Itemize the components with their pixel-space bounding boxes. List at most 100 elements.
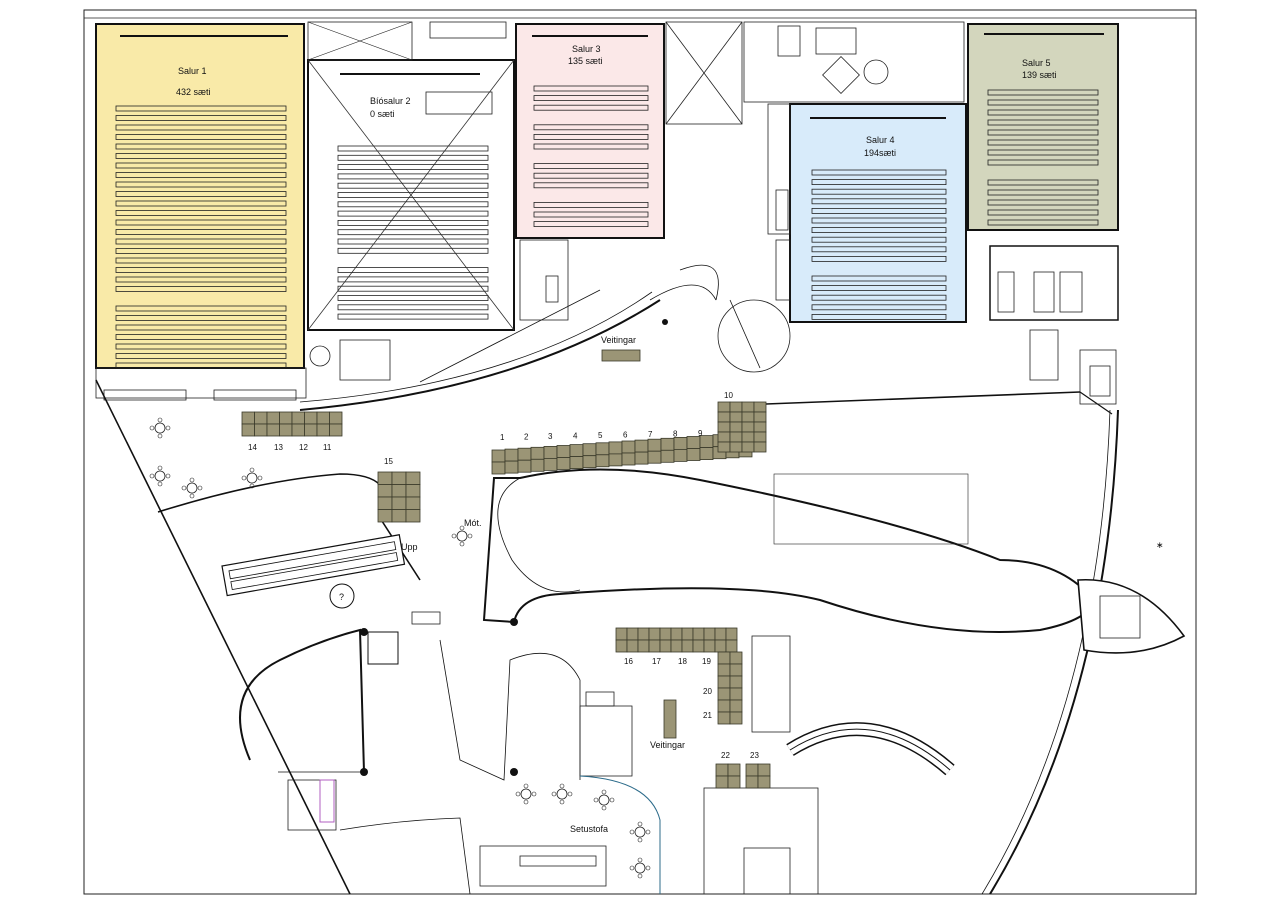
booth-cell xyxy=(241,411,255,425)
booth-cell xyxy=(729,699,743,713)
booth-number: 7 xyxy=(648,430,653,439)
booth-cell xyxy=(692,627,705,641)
seat-row xyxy=(115,115,287,121)
veitingar-counter-bottom xyxy=(663,699,677,739)
seat-row xyxy=(337,219,489,226)
seat-row xyxy=(115,153,287,159)
seat-row xyxy=(811,169,947,176)
booth-number: 14 xyxy=(248,443,257,452)
seat-row xyxy=(337,164,489,171)
booth-cell xyxy=(543,445,558,459)
booth-cell xyxy=(660,449,675,463)
booth-cell xyxy=(582,443,597,457)
booth-cell xyxy=(530,446,545,460)
seat-row xyxy=(533,201,649,208)
booth-cell xyxy=(715,775,729,789)
seat-row xyxy=(115,229,287,235)
stairs xyxy=(429,21,507,39)
booth-cell xyxy=(569,444,584,458)
room-salur-3[interactable]: Salur 3 135 sæti xyxy=(515,23,665,239)
booth-number: 9 xyxy=(698,429,703,438)
seat-row xyxy=(115,210,287,216)
booth-cell xyxy=(717,441,731,453)
booth-number: 17 xyxy=(652,657,661,666)
booth-number: 20 xyxy=(703,687,712,696)
seat-row xyxy=(533,95,649,101)
booth-cell xyxy=(717,663,731,677)
table-icon xyxy=(154,422,166,434)
seat-row xyxy=(811,227,947,234)
label-veitingar-bottom: Veitingar xyxy=(650,740,685,750)
booth-cell xyxy=(648,639,661,653)
seat-row xyxy=(115,143,287,150)
booth-cell xyxy=(729,675,743,689)
booth-cell xyxy=(714,639,727,653)
booth-cell xyxy=(741,431,755,443)
seat-row xyxy=(811,313,947,320)
label-upp: Upp xyxy=(401,542,418,552)
seat-row xyxy=(115,324,287,331)
room-seats-salur-1: 432 sæti xyxy=(176,87,211,97)
seat-row xyxy=(337,276,489,283)
seat-row xyxy=(337,182,489,189)
seat-row xyxy=(533,85,649,92)
booth-cell xyxy=(582,455,597,469)
table-icon xyxy=(154,470,166,482)
booth-cell xyxy=(266,423,280,437)
booth-cell xyxy=(405,484,421,498)
exhibition-booths xyxy=(241,401,771,789)
seat-row xyxy=(337,173,489,180)
seat-row xyxy=(811,255,947,262)
seat-row xyxy=(533,221,649,228)
seat-row xyxy=(115,267,287,273)
booth-cell xyxy=(745,775,759,789)
seat-row xyxy=(337,210,489,217)
label-setustofa: Setustofa xyxy=(570,824,608,834)
room-label-salur-1: Salur 1 xyxy=(178,66,207,76)
seat-row xyxy=(337,295,489,301)
booth-cell xyxy=(741,411,755,423)
seat-row xyxy=(337,229,489,236)
booth-cell xyxy=(637,639,650,653)
booth-number: 12 xyxy=(299,443,308,452)
seat-row xyxy=(533,182,649,189)
booth-cell xyxy=(681,639,694,653)
seat-row xyxy=(811,207,947,214)
room-salur-5[interactable]: Salur 5 139 sæti xyxy=(967,23,1119,231)
booth-cell xyxy=(405,496,421,510)
seat-row xyxy=(987,179,1099,186)
booth-cell xyxy=(621,440,636,454)
booth-cell xyxy=(753,431,767,443)
booth-cell xyxy=(634,451,649,465)
booth-cell xyxy=(491,461,506,475)
booth-number: 11 xyxy=(323,443,332,452)
seat-row xyxy=(115,200,287,207)
seat-row xyxy=(115,238,287,245)
booth-cell xyxy=(703,627,716,641)
booth-cell xyxy=(626,639,639,653)
booth-cell xyxy=(291,411,305,425)
booth-cell xyxy=(637,627,650,641)
booth-cell xyxy=(703,639,716,653)
room-salur-1[interactable]: Salur 1 432 sæti xyxy=(95,23,305,369)
booth-cell xyxy=(615,639,628,653)
room-biosalur-2[interactable]: Bíósalur 2 0 sæti xyxy=(307,59,515,331)
booth-number: 1 xyxy=(500,433,505,442)
seat-row xyxy=(811,275,947,282)
seat-row xyxy=(533,163,649,170)
booth-cell xyxy=(241,423,255,437)
booth-cell xyxy=(729,431,743,443)
seat-row xyxy=(987,189,1099,196)
room-salur-4[interactable]: Salur 4 194sæti xyxy=(789,103,967,323)
seat-row xyxy=(987,99,1099,106)
info-icon[interactable] xyxy=(329,583,355,609)
booth-number: 21 xyxy=(703,711,712,720)
seat-row xyxy=(811,236,947,243)
booth-cell xyxy=(659,627,672,641)
room-seats-salur-3: 135 sæti xyxy=(568,56,603,66)
booth-cell xyxy=(304,423,318,437)
svg-text:∗: ∗ xyxy=(1156,540,1164,550)
seat-row xyxy=(337,313,489,320)
escalator xyxy=(221,534,406,597)
